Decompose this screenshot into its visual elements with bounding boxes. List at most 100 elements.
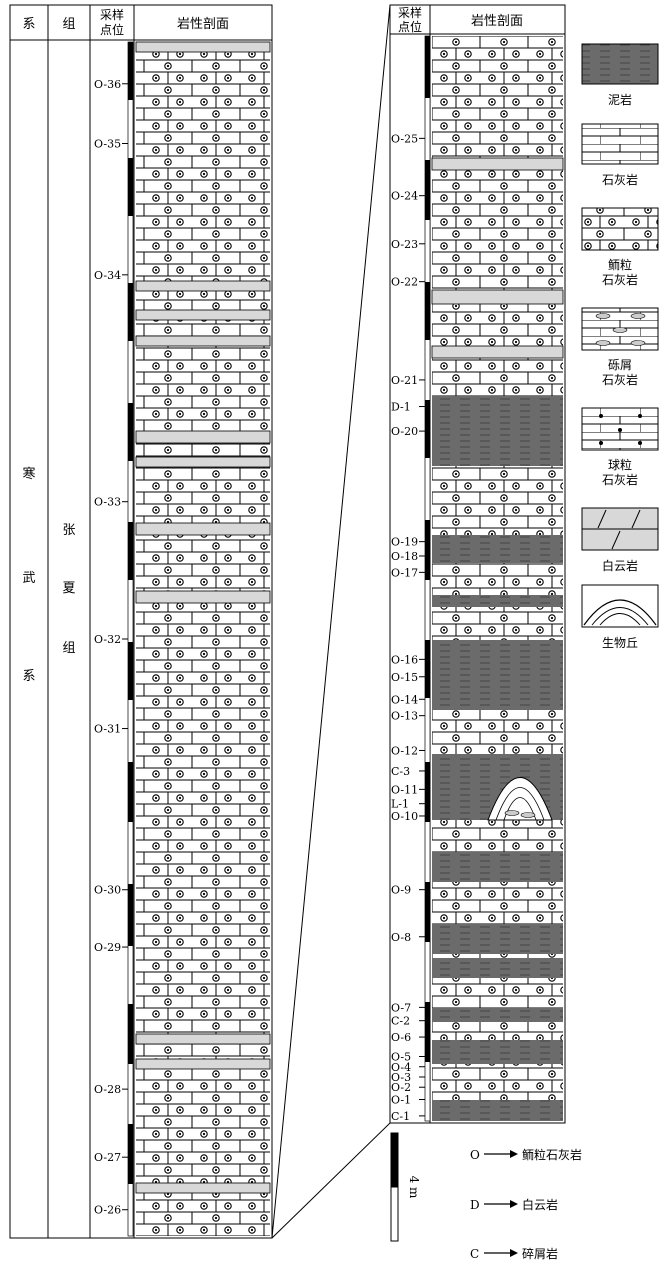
right-sample-label: O-11 bbox=[391, 783, 418, 796]
right-sample-label: C-3 bbox=[391, 765, 410, 778]
connector-lower bbox=[271, 1122, 391, 1239]
right-sample-label: L-1 bbox=[391, 798, 409, 811]
legend-oolitic-label-1: 鲕粒 bbox=[608, 257, 632, 272]
header-profile: 岩性剖面 bbox=[177, 17, 229, 32]
right-sample-label: O-21 bbox=[391, 374, 418, 387]
legend-mudstone-label: 泥岩 bbox=[608, 92, 632, 107]
left-oolitic-body bbox=[136, 42, 270, 1236]
right-sample-label: O-14 bbox=[391, 693, 418, 706]
right-header-sample-line2: 点位 bbox=[398, 19, 422, 34]
right-sample-label: O-12 bbox=[391, 744, 418, 757]
left-sample-label: O-26 bbox=[94, 1204, 121, 1217]
left-scale-bar bbox=[127, 41, 134, 1237]
arrow-icon-o bbox=[484, 1150, 518, 1158]
right-sample-label: O-17 bbox=[391, 566, 418, 579]
right-sample-label: O-22 bbox=[391, 276, 418, 289]
right-sample-label: O-18 bbox=[391, 550, 418, 563]
right-sample-label: O-1 bbox=[391, 1094, 411, 1107]
right-sample-label: C-2 bbox=[391, 1015, 410, 1028]
right-sample-label: O-13 bbox=[391, 710, 418, 723]
right-bioherm-mound bbox=[487, 777, 553, 821]
right-header-profile: 岩性剖面 bbox=[471, 14, 523, 29]
right-sample-labels: O-25O-24O-23O-22O-21D-1O-20O-19O-18O-17O… bbox=[391, 132, 425, 1123]
arrow-icon-c bbox=[484, 1249, 518, 1257]
system-char-3: 系 bbox=[22, 669, 35, 684]
formation-char-2: 夏 bbox=[62, 581, 75, 596]
legend-bioclastic: 砾屑 石灰岩 bbox=[581, 307, 659, 387]
right-sample-label: C-1 bbox=[391, 1110, 410, 1123]
header-sample-line1: 采样 bbox=[100, 7, 124, 22]
left-sample-label: O-34 bbox=[94, 269, 121, 282]
legend-oolitic-swatch bbox=[581, 207, 659, 251]
left-sample-label: O-33 bbox=[94, 496, 121, 509]
right-sample-label: O-6 bbox=[391, 1031, 411, 1044]
right-sample-label: O-24 bbox=[391, 190, 418, 203]
legend-bioclastic-label-1: 砾屑 bbox=[608, 358, 632, 372]
header-sample-line2: 点位 bbox=[100, 22, 124, 37]
left-column: 系 组 采样 点位 岩性剖面 寒 武 系 张 夏 组 bbox=[9, 4, 273, 1239]
lithology-legend: 泥岩 石灰岩 鲕粒 石灰岩 砾屑 石灰岩 球粒 bbox=[581, 43, 659, 650]
header-formation: 组 bbox=[62, 17, 75, 32]
left-sample-label: O-35 bbox=[94, 137, 121, 150]
system-char-2: 武 bbox=[22, 571, 35, 586]
left-sample-label: O-32 bbox=[94, 633, 121, 646]
legend-dolomite-label: 白云岩 bbox=[602, 558, 638, 573]
left-sample-label: O-30 bbox=[94, 884, 121, 897]
connector-upper bbox=[271, 4, 391, 1239]
arrow-icon-d bbox=[484, 1200, 518, 1208]
right-sample-label: O-15 bbox=[391, 671, 418, 684]
code-c-meaning: 碎屑岩 bbox=[522, 1246, 558, 1261]
left-frame bbox=[9, 4, 273, 1239]
right-sample-label: O-9 bbox=[391, 884, 411, 897]
code-d-meaning: 白云岩 bbox=[522, 1197, 558, 1212]
left-sample-label: O-36 bbox=[94, 78, 121, 91]
right-sample-label: O-23 bbox=[391, 238, 418, 251]
legend-bioclastic-label-2: 石灰岩 bbox=[602, 372, 638, 387]
right-header-sample-line1: 采样 bbox=[398, 5, 422, 20]
code-d: D bbox=[470, 1198, 480, 1212]
legend-bioherm-swatch bbox=[581, 584, 659, 628]
code-c: C bbox=[470, 1247, 479, 1261]
legend-pellet: 球粒 石灰岩 bbox=[581, 407, 659, 487]
legend-pellet-label-1: 球粒 bbox=[608, 457, 632, 472]
bottom-legend: 4 m O D C 鲕粒石灰岩 白云岩 碎屑岩 bbox=[390, 1132, 582, 1261]
right-sample-label: O-25 bbox=[391, 132, 418, 145]
legend-limestone-label: 石灰岩 bbox=[602, 172, 638, 187]
right-sample-label: D-1 bbox=[391, 401, 411, 414]
legend-mudstone-swatch bbox=[581, 43, 659, 85]
formation-char-3: 组 bbox=[62, 641, 75, 656]
right-sample-label: O-5 bbox=[391, 1051, 411, 1064]
right-sample-label: O-16 bbox=[391, 653, 418, 666]
left-sample-label: O-31 bbox=[94, 723, 121, 736]
header-system: 系 bbox=[22, 17, 35, 32]
right-dolomite-bands bbox=[431, 157, 564, 359]
left-sample-label: O-27 bbox=[94, 1151, 121, 1164]
right-sample-label: O-8 bbox=[391, 931, 411, 944]
legend-bioherm-label: 生物丘 bbox=[602, 636, 638, 650]
left-sample-label: O-29 bbox=[94, 941, 121, 954]
left-dolomite-bands bbox=[135, 41, 271, 1194]
right-sample-label: O-4 bbox=[391, 1061, 411, 1074]
legend-dolomite: 白云岩 bbox=[581, 507, 659, 573]
legend-limestone-swatch bbox=[581, 123, 659, 165]
formation-char-1: 张 bbox=[62, 523, 75, 538]
right-sample-label: O-3 bbox=[391, 1071, 411, 1084]
code-o-meaning: 鲕粒石灰岩 bbox=[522, 1147, 582, 1162]
legend-mudstone: 泥岩 bbox=[581, 43, 659, 107]
scale-indicator: 4 m bbox=[390, 1132, 421, 1242]
legend-oolitic: 鲕粒 石灰岩 bbox=[581, 207, 659, 287]
legend-oolitic-label-2: 石灰岩 bbox=[602, 272, 638, 287]
code-o: O bbox=[470, 1148, 480, 1162]
right-sample-label: O-10 bbox=[391, 810, 418, 823]
right-frame bbox=[389, 4, 566, 1124]
left-sample-label: O-28 bbox=[94, 1083, 121, 1096]
legend-pellet-label-2: 石灰岩 bbox=[602, 472, 638, 487]
legend-bioherm: 生物丘 bbox=[581, 584, 659, 650]
right-column: 采样 点位 岩性剖面 bbox=[389, 4, 566, 1124]
system-char-1: 寒 bbox=[22, 466, 35, 482]
legend-limestone: 石灰岩 bbox=[581, 123, 659, 187]
scale-label: 4 m bbox=[407, 1176, 421, 1199]
left-sample-labels: O-36O-35O-34O-33O-32O-31O-30O-29O-28O-27… bbox=[94, 78, 128, 1217]
right-sample-label: O-20 bbox=[391, 425, 418, 438]
